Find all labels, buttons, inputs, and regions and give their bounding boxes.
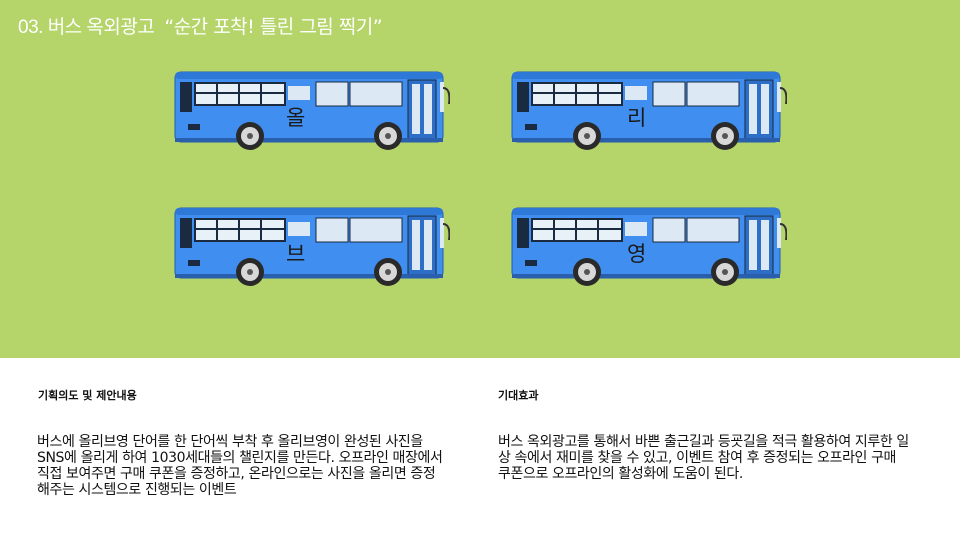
bus-icon bbox=[511, 71, 787, 150]
plan-body: 버스에 올리브영 단어를 한 단어씩 부착 후 올리브영이 완성된 사진을 SN… bbox=[37, 434, 443, 498]
bus-illustration-3: 브 bbox=[170, 204, 450, 294]
effect-body: 버스 옥외광고를 통해서 바쁜 출근길과 등굣길을 적극 활용하여 지루한 일상… bbox=[498, 434, 909, 482]
bus-letter: 브 bbox=[286, 242, 306, 266]
bus-icon bbox=[174, 207, 450, 286]
bus-illustration-4: 영 bbox=[507, 204, 787, 294]
bus-letter: 리 bbox=[627, 106, 647, 130]
title-number: 03. 버스 옥외광고 bbox=[18, 17, 155, 38]
title-quote: “순간 포착! 틀린 그림 찍기” bbox=[164, 16, 383, 38]
bus-icon bbox=[174, 71, 450, 150]
banner-area bbox=[0, 0, 960, 358]
bus-icon bbox=[511, 207, 787, 286]
bus-letter: 영 bbox=[627, 242, 647, 266]
plan-heading: 기획의도 및 제안내용 bbox=[38, 389, 137, 402]
bus-illustration-2: 리 bbox=[507, 68, 787, 158]
page-title: 03. 버스 옥외광고 “순간 포착! 틀린 그림 찍기” bbox=[18, 12, 383, 39]
bus-illustration-1: 올 bbox=[170, 68, 450, 158]
effect-heading: 기대효과 bbox=[498, 389, 539, 402]
bus-letter: 올 bbox=[286, 106, 306, 130]
